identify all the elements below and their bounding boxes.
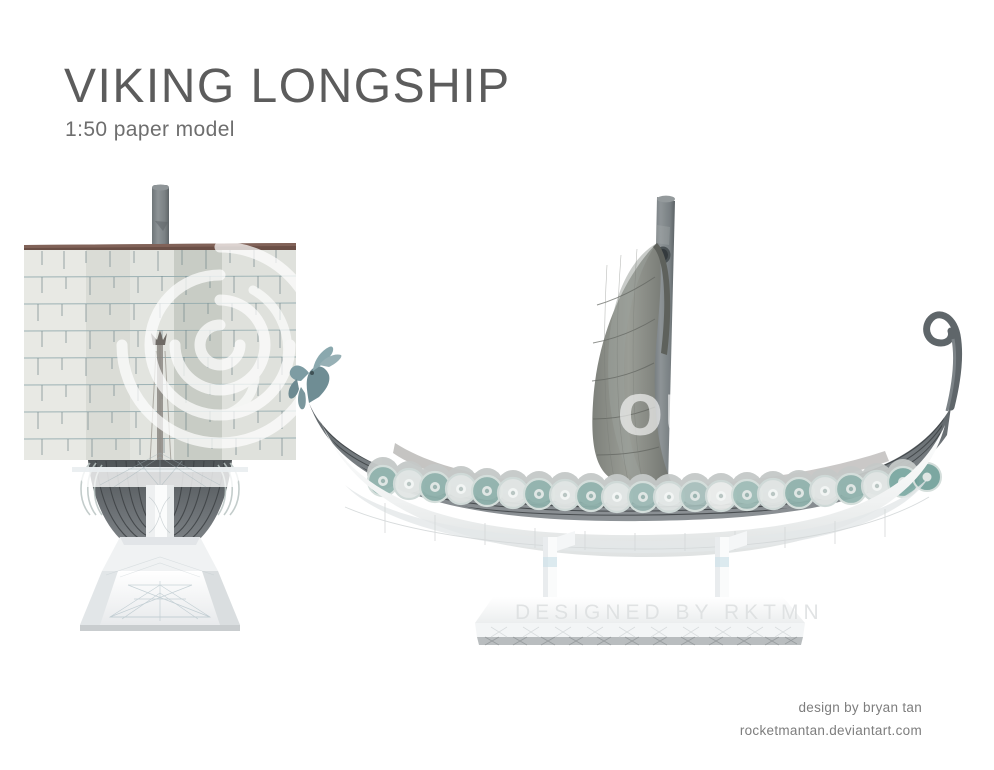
- shield: [730, 478, 764, 512]
- front-display-stand: [80, 537, 240, 631]
- side-display-base: DESIGNED BY RKTMN: [475, 597, 824, 646]
- shield: [392, 467, 426, 501]
- front-view-model: [10, 184, 324, 655]
- page-subtitle: 1:50 paper model: [65, 118, 235, 141]
- front-mast: [152, 184, 169, 257]
- page-title: VIKING LONGSHIP: [64, 60, 511, 113]
- side-furled-sail: [591, 243, 673, 486]
- shield: [574, 479, 608, 513]
- front-cradle: [72, 452, 248, 488]
- support-post-aft: [715, 531, 747, 603]
- shield-row: [366, 457, 942, 514]
- side-hull-lower: [319, 417, 945, 557]
- dragon-head-prow-icon: [288, 346, 342, 410]
- credit-site[interactable]: rocketmantan.deviantart.com: [739, 722, 922, 738]
- shield: [444, 472, 478, 506]
- front-pedestal-column: [146, 485, 174, 547]
- support-post-fore: [543, 531, 575, 603]
- shield: [756, 477, 790, 511]
- credit-designer: design by bryan tan: [798, 700, 922, 716]
- shield: [782, 476, 816, 510]
- shield: [704, 479, 738, 513]
- side-view-model: ou: [285, 185, 985, 646]
- photobucket-text-watermark: ou: [617, 367, 710, 452]
- shield: [834, 472, 868, 506]
- credits: design by bryan tan rocketmantan.deviant…: [740, 697, 922, 742]
- spiral-stern-post: [923, 311, 963, 412]
- base-ghost-text: DESIGNED BY RKTMN: [515, 601, 824, 624]
- shield: [600, 480, 634, 514]
- shield: [496, 476, 530, 510]
